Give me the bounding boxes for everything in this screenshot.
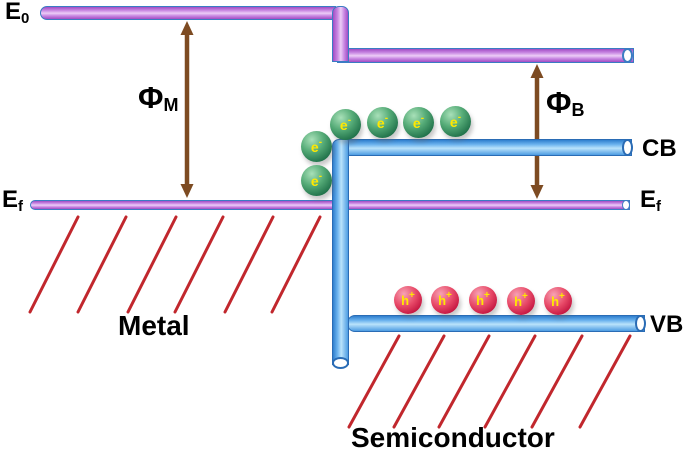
- hole-symbol: h: [401, 292, 410, 308]
- fermi-level-label-right: Ef: [640, 186, 662, 215]
- vacuum-level-bar-metal: [40, 6, 336, 20]
- valence-band-label: VB: [650, 313, 683, 337]
- ef-left-base: E: [2, 186, 19, 213]
- ef-left-sub: f: [18, 198, 24, 215]
- cb-text: CB: [642, 135, 677, 162]
- hole-charge: +: [484, 290, 490, 301]
- fermi-level-bar-metal: [30, 200, 340, 210]
- conduction-band-end-cap: [622, 139, 633, 156]
- phi-m-arrow: [180, 21, 194, 198]
- hole: h+: [469, 286, 497, 314]
- vacuum-bar-end-cap: [622, 48, 633, 63]
- metal-hatching: [28, 215, 322, 314]
- hole-symbol: h: [551, 293, 560, 309]
- ef-right-base: E: [640, 186, 657, 213]
- hole-charge: +: [446, 290, 452, 301]
- metal-text: Metal: [118, 310, 190, 341]
- electron-charge: -: [420, 112, 425, 124]
- hole-symbol: h: [476, 292, 485, 308]
- semiconductor-text: Semiconductor: [351, 422, 555, 452]
- electron-symbol: e: [412, 114, 421, 131]
- valence-band-bar: [347, 315, 645, 332]
- vacuum-level-bar-semiconductor: [337, 48, 634, 63]
- ef-right-sub: f: [656, 198, 662, 215]
- electron-charge: -: [457, 111, 462, 123]
- junction-barrier-end-cap: [332, 357, 349, 369]
- hole-symbol: h: [514, 293, 523, 309]
- hole: h+: [394, 286, 422, 314]
- vacuum-level-step: [332, 6, 349, 62]
- electron: e-: [301, 131, 332, 162]
- vacuum-level-label: E0: [5, 0, 30, 27]
- hole: h+: [507, 287, 535, 315]
- metal-region-label: Metal: [118, 312, 190, 340]
- electron-symbol: e: [310, 172, 319, 189]
- fermi-bar-end-cap: [622, 200, 630, 210]
- phi-b-sub: B: [571, 100, 585, 120]
- electron: e-: [330, 109, 361, 140]
- hole-charge: +: [522, 291, 528, 302]
- phi-b-arrow: [530, 64, 544, 199]
- electron-charge: -: [318, 136, 323, 148]
- electron: e-: [301, 165, 332, 196]
- electron-symbol: e: [376, 114, 385, 131]
- conduction-band-bar: [340, 139, 632, 156]
- hole-symbol: h: [438, 292, 447, 308]
- hole: h+: [431, 286, 459, 314]
- hole-charge: +: [409, 290, 415, 301]
- electron: e-: [367, 107, 398, 138]
- electron-charge: -: [384, 112, 389, 124]
- hole-charge: +: [559, 291, 565, 302]
- electron-symbol: e: [310, 138, 319, 155]
- vacuum-level-label-base: E: [5, 0, 22, 25]
- electron: e-: [403, 107, 434, 138]
- barrier-height-label: ΦB: [546, 85, 585, 120]
- conduction-band-label: CB: [642, 137, 677, 161]
- vacuum-level-label-sub: 0: [21, 10, 30, 27]
- vb-text: VB: [650, 311, 684, 338]
- fermi-level-label-left: Ef: [2, 186, 24, 215]
- hole: h+: [544, 287, 572, 315]
- junction-barrier-bar: [332, 139, 349, 365]
- semiconductor-hatching: [347, 334, 632, 429]
- electron: e-: [440, 106, 471, 137]
- metal-work-function-label: ΦM: [138, 80, 179, 115]
- electron-charge: -: [347, 114, 352, 126]
- semiconductor-region-label: Semiconductor: [351, 424, 555, 452]
- fermi-level-bar-semiconductor: [340, 200, 630, 210]
- electron-symbol: e: [449, 113, 458, 130]
- phi-m-base: Φ: [138, 80, 164, 115]
- phi-b-base: Φ: [546, 85, 572, 120]
- electron-symbol: e: [339, 116, 348, 133]
- electron-charge: -: [318, 170, 323, 182]
- phi-m-sub: M: [163, 95, 179, 115]
- valence-band-end-cap: [635, 315, 646, 332]
